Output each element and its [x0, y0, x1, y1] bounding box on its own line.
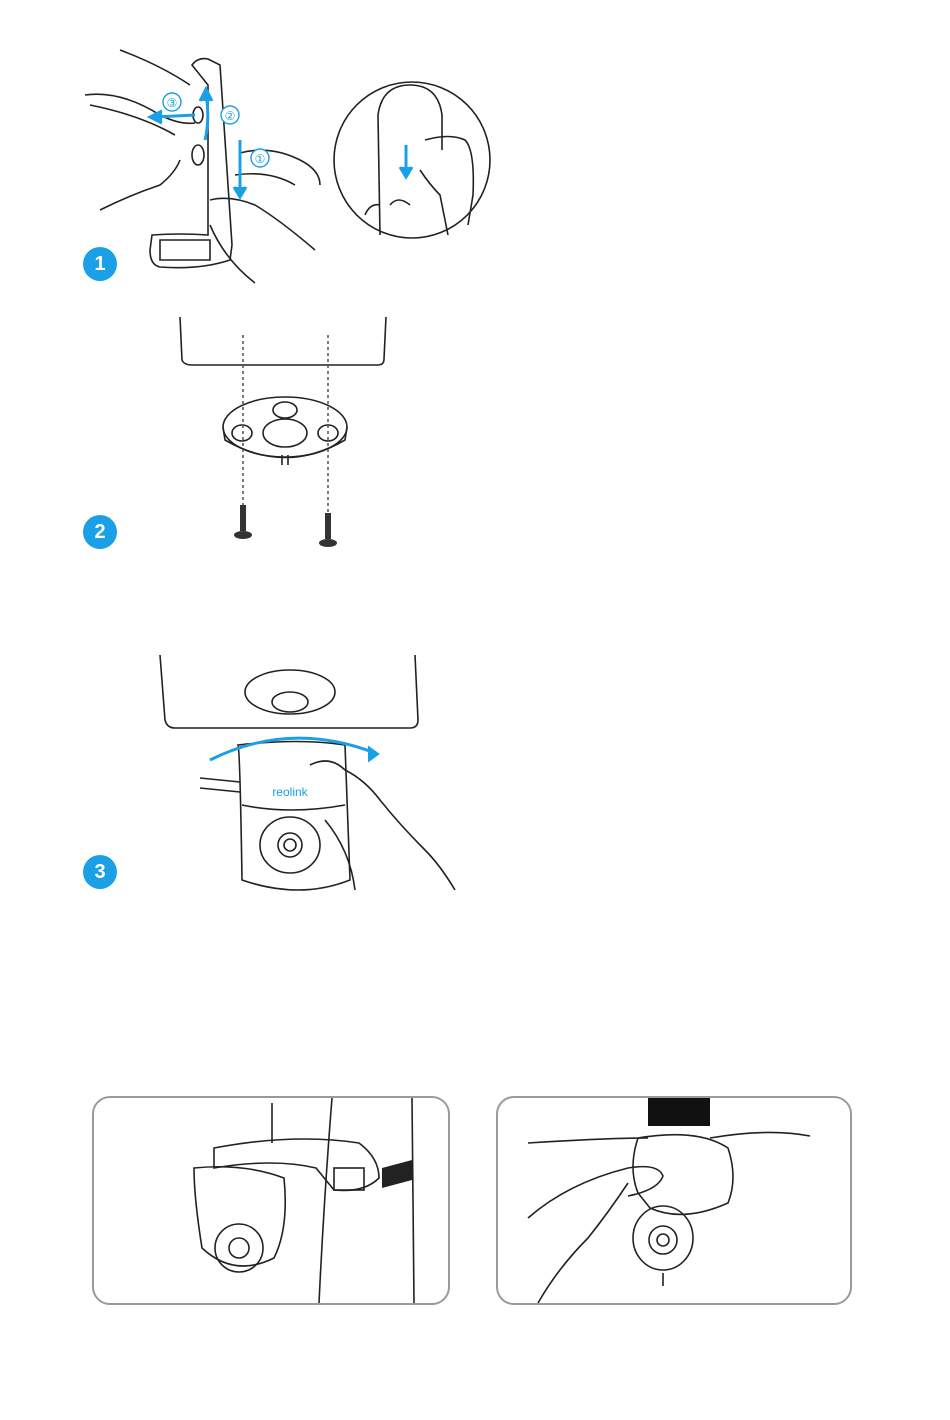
wall-mount-example-panel	[92, 1096, 450, 1305]
ceiling-mount-example-panel	[496, 1096, 852, 1305]
brand-logo: reolink	[272, 785, 308, 799]
step-1-illustration: ① ② ③	[80, 45, 510, 295]
callout-1: ①	[255, 152, 266, 166]
step-3-badge: 3	[83, 855, 117, 889]
step-1-badge: 1	[83, 247, 117, 281]
callout-3: ③	[167, 96, 178, 110]
step-2-illustration	[170, 315, 400, 555]
callout-2: ②	[225, 109, 236, 123]
step-2-badge: 2	[83, 515, 117, 549]
step-3-illustration: reolink	[150, 650, 460, 895]
